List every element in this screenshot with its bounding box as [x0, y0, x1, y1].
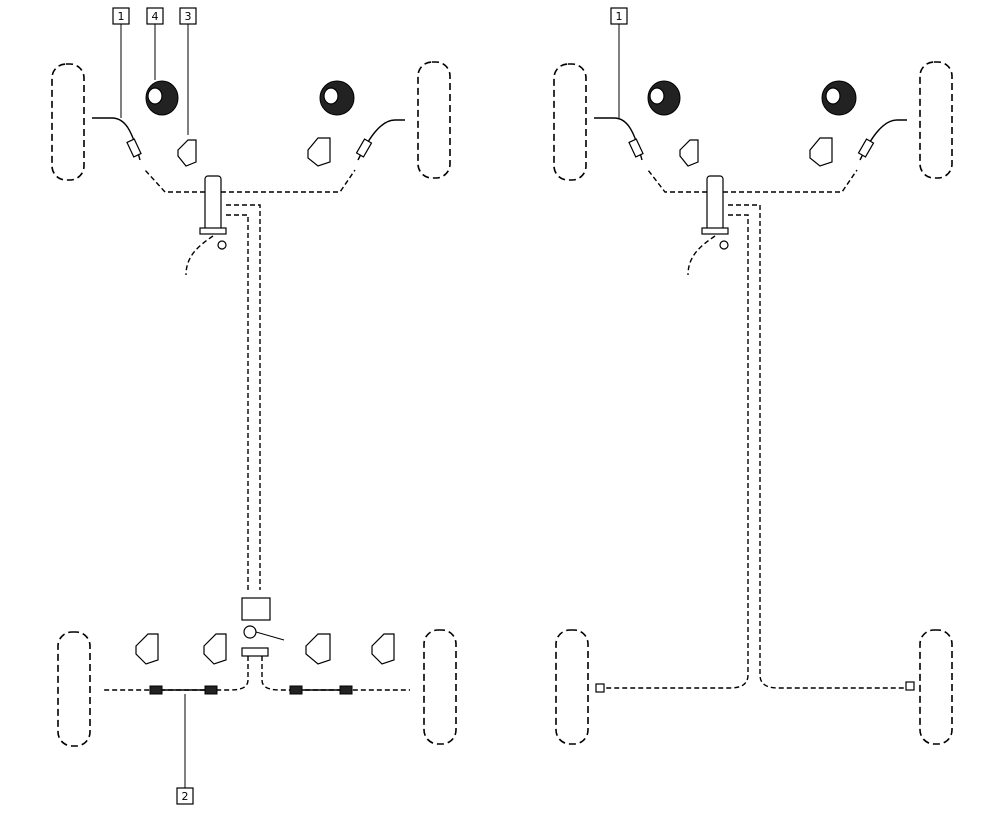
- callout-4-label: 4: [152, 10, 159, 23]
- front-right-wheel: [417, 61, 451, 179]
- caliper-part: [821, 80, 857, 116]
- callout-3: 3: [179, 7, 197, 135]
- bracket: [177, 139, 197, 167]
- master-cylinder: [687, 175, 729, 276]
- front-left-wheel: [553, 63, 587, 181]
- caliper-part: [145, 80, 179, 116]
- callout-1-label: 1: [118, 10, 125, 23]
- rear-right-pipe: [261, 656, 410, 691]
- bracket: [371, 633, 395, 665]
- bracket: [305, 633, 331, 665]
- rear-right-fitting: [905, 681, 915, 691]
- master-cylinder: [185, 175, 227, 276]
- callout-2-label: 2: [182, 790, 189, 803]
- rear-left-wheel: [57, 631, 91, 747]
- front-left-wheel: [51, 63, 85, 181]
- callout-4: 4: [146, 7, 164, 80]
- callout-1: 1: [112, 7, 130, 118]
- bracket: [679, 139, 699, 167]
- right-brake-layout: 1: [553, 7, 953, 745]
- bracket: [135, 633, 159, 665]
- caliper-part: [319, 80, 355, 116]
- main-pipe-a: [226, 204, 261, 590]
- brake-distributor-valve: [241, 597, 285, 657]
- rear-left-pipe: [102, 656, 249, 691]
- front-right-wheel: [919, 61, 953, 179]
- rear-right-wheel: [423, 629, 457, 745]
- bracket: [809, 137, 833, 167]
- main-pipe-rear-right: [728, 204, 908, 689]
- rear-left-wheel: [555, 629, 589, 745]
- rear-left-fitting: [595, 683, 605, 693]
- bracket: [203, 633, 227, 665]
- rear-right-wheel: [919, 629, 953, 745]
- callout-2: 2: [176, 694, 194, 805]
- main-pipe-b: [226, 214, 249, 590]
- caliper-part: [647, 80, 681, 116]
- main-pipe-rear-left: [602, 214, 749, 689]
- front-right-pipe: [723, 169, 858, 193]
- left-brake-layout: 1 4 3 2: [51, 7, 457, 805]
- front-left-pipe: [144, 169, 205, 193]
- front-left-pipe: [647, 169, 707, 193]
- front-right-pipe: [221, 169, 356, 193]
- callout-1: 1: [610, 7, 628, 118]
- callout-3-label: 3: [185, 10, 192, 23]
- callout-1-label: 1: [616, 10, 623, 23]
- bracket: [307, 137, 331, 167]
